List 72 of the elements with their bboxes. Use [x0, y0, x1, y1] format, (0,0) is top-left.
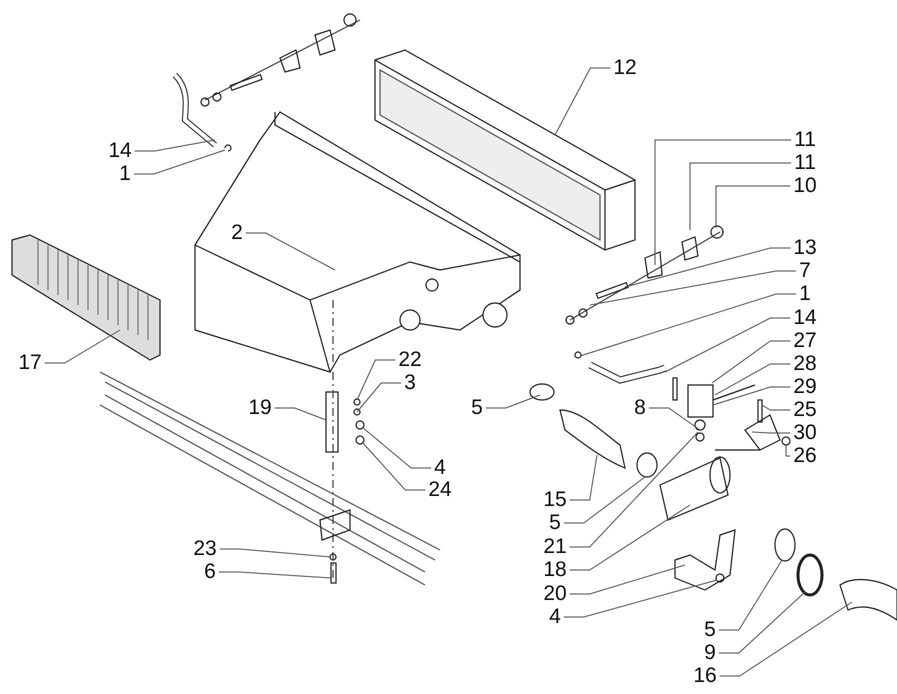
callout-number: 14: [108, 140, 132, 162]
callout-number: 19: [248, 397, 272, 419]
callout-number: 15: [543, 489, 567, 511]
leader-line: [356, 360, 396, 400]
callout-number: 11: [794, 129, 816, 151]
leader-line: [690, 162, 792, 230]
callout-number: 23: [193, 538, 217, 560]
leader-line: [245, 232, 336, 270]
callout-number: 1: [799, 283, 811, 305]
callout-number: 26: [793, 445, 817, 467]
leader-line: [563, 580, 718, 618]
callout-number: 6: [204, 561, 216, 583]
callout-number: 27: [793, 330, 817, 352]
leader-line: [44, 330, 120, 364]
leader-line: [362, 442, 426, 490]
leader-line: [786, 444, 791, 456]
callout-number: 14: [793, 307, 817, 329]
callout-number: 30: [793, 422, 817, 444]
callout-number: 29: [793, 376, 817, 398]
leader-line: [563, 476, 646, 524]
leader-line: [712, 386, 791, 406]
leader-line: [485, 394, 540, 408]
callout-number: 5: [704, 619, 716, 641]
leader-line: [134, 140, 216, 152]
callout-number: 4: [549, 606, 561, 628]
callout-number: 21: [543, 536, 567, 558]
leader-line: [569, 454, 598, 500]
callout-number: 4: [434, 457, 446, 479]
leader-line: [133, 150, 226, 174]
leader-line: [712, 340, 791, 384]
callout-number: 13: [793, 237, 817, 259]
callout-number: 5: [471, 397, 483, 419]
callout-number: 1: [119, 163, 131, 185]
leader-line: [624, 248, 791, 288]
leader-line: [356, 382, 402, 412]
callout-number: 10: [793, 175, 817, 197]
leader-line: [590, 270, 797, 306]
leader-line: [569, 432, 698, 548]
leader-line: [554, 68, 611, 136]
leader-line: [569, 564, 686, 594]
leader-line: [580, 294, 797, 356]
leader-line: [654, 140, 792, 266]
callout-number: 20: [543, 583, 567, 605]
leader-line: [719, 602, 852, 676]
leader-line: [274, 408, 326, 420]
leader-line: [716, 186, 791, 228]
callout-number: 16: [693, 665, 717, 687]
callout-number: 5: [549, 512, 561, 534]
leader-line: [648, 408, 700, 430]
leader-line: [718, 592, 806, 654]
leader-line: [762, 404, 791, 410]
callout-number: 25: [793, 399, 817, 421]
callout-number: 11: [794, 152, 816, 174]
leader-line: [718, 560, 782, 630]
callout-number: 28: [793, 353, 817, 375]
leader-line: [569, 504, 690, 570]
callout-number: 8: [634, 397, 646, 419]
leader-line: [219, 548, 332, 558]
callout-number: 18: [543, 559, 567, 581]
callout-number: 9: [704, 642, 716, 664]
leader-line: [714, 364, 791, 396]
leader-line: [362, 426, 432, 468]
callout-number: 12: [613, 57, 637, 79]
callout-number: 2: [231, 222, 243, 244]
callout-number: 7: [799, 260, 811, 282]
callout-number: 17: [18, 352, 42, 374]
leader-line: [664, 318, 791, 372]
callout-number: 3: [404, 372, 416, 394]
leader-line: [218, 572, 332, 578]
callout-number: 22: [398, 349, 422, 371]
callout-number: 24: [428, 479, 452, 501]
leader-line: [752, 432, 791, 434]
